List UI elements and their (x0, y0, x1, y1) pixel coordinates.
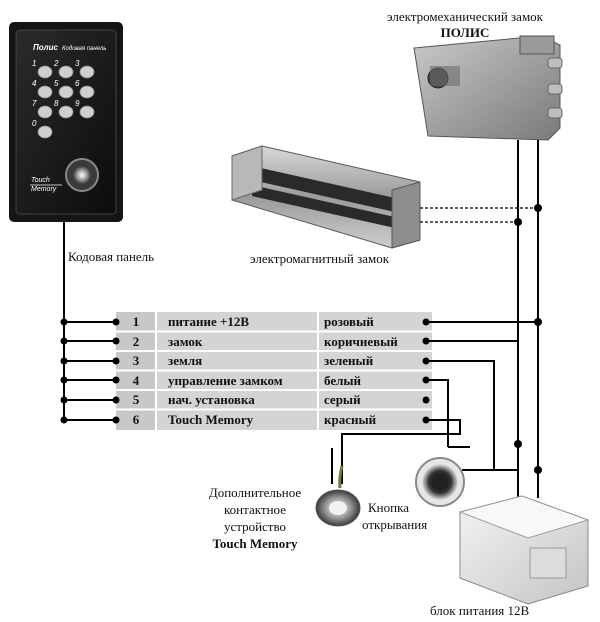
dashed-wires (420, 207, 538, 223)
touch-memory-label-line1: Дополнительное (208, 485, 302, 500)
mech-lock-label: электромеханический замок (386, 9, 543, 24)
reader-label-line1: Touch (31, 177, 50, 184)
table-row: 4 управление замком белый (116, 371, 432, 391)
wire-color: розовый (324, 314, 374, 329)
pin-number: 2 (132, 333, 140, 349)
reader-label-line2: Memory (31, 186, 57, 193)
touch-memory-label-name: Touch Memory (212, 536, 298, 551)
key-label: 8 (54, 99, 59, 108)
table-row: 5 нач. установка серый (116, 390, 432, 410)
open-button-device (415, 457, 465, 507)
pin-number: 3 (132, 353, 140, 368)
keypad-brand: Полис (33, 43, 59, 52)
electromagnetic-lock-device (231, 145, 421, 249)
table-row: 6 Touch Memory красный (116, 410, 432, 430)
key-label: 2 (53, 59, 59, 68)
power-supply-label: блок питания 12В (430, 603, 530, 618)
key-label: 1 (32, 59, 36, 68)
pin-function: нач. установка (168, 392, 255, 407)
electromechanical-lock-device (413, 35, 563, 141)
wire-color: коричневый (324, 333, 398, 349)
open-button-label-line2: открывания (362, 517, 428, 532)
mech-lock-name: ПОЛИС (440, 25, 490, 40)
table-row: 3 земля зеленый (116, 351, 432, 371)
wire-color: зеленый (324, 353, 374, 368)
pin-number: 6 (132, 411, 140, 427)
wire-color: серый (324, 392, 361, 407)
touch-memory-label-line2: контактное (224, 502, 286, 517)
key-label: 5 (54, 79, 59, 88)
key-label: 6 (75, 79, 80, 88)
pin-number: 5 (132, 392, 140, 407)
wiring-table: 1 питание +12В розовый 2 замок коричневы… (116, 312, 432, 429)
keypad-subtitle: Кодовая панель (62, 46, 106, 52)
pin-function: замок (168, 333, 203, 349)
pin-function: управление замком (168, 372, 283, 388)
pin-function: питание +12В (168, 314, 250, 329)
key-label: 7 (32, 99, 37, 108)
pin-function: Touch Memory (168, 411, 254, 427)
wire-color: красный (324, 411, 377, 427)
key-label: 4 (32, 79, 37, 88)
junction-dots (60, 204, 542, 474)
code-panel-label: Кодовая панель (68, 249, 155, 264)
touch-memory-contact-device (315, 465, 361, 527)
table-row: 2 замок коричневый (116, 332, 432, 352)
pin-number: 4 (132, 372, 140, 388)
pin-number: 1 (132, 314, 140, 329)
key-label: 3 (75, 59, 80, 68)
code-panel-device: Полис Кодовая панель 1 2 3 4 5 6 7 8 9 0… (9, 22, 123, 222)
table-row: 1 питание +12В розовый (116, 312, 432, 332)
key-label: 0 (32, 119, 37, 128)
wiring-table-background (116, 312, 432, 430)
power-supply-device (458, 495, 590, 605)
mag-lock-label: электромагнитный замок (250, 251, 390, 266)
touch-memory-label-line3: устройство (223, 519, 287, 534)
keypad-keys (37, 65, 95, 139)
open-button-label-line1: Кнопка (368, 500, 409, 515)
key-label: 9 (75, 99, 80, 108)
pin-function: земля (168, 353, 203, 368)
wire-color: белый (324, 372, 362, 388)
